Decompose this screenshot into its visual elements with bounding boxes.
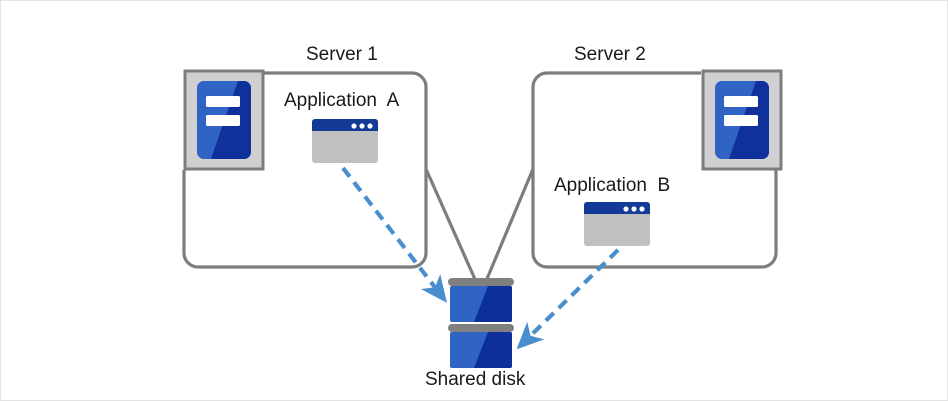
server-icon [701,69,783,171]
shared-disk-label: Shared disk [425,369,526,390]
server-1-box[interactable] [182,71,428,269]
connector-server2-to-disk [482,168,535,287]
server-2-box[interactable] [531,71,778,269]
dashed-arrow-app-a-to-disk [341,166,447,303]
disk-stack-icon [448,278,514,368]
server-1-label: Server 1 [306,44,378,65]
dashed-arrow-app-b-to-disk [516,248,620,350]
application-b-label: Application B [554,175,671,196]
server-2-label: Server 2 [574,44,646,65]
connector-server1-to-disk [424,168,480,287]
application-window-icon [312,119,378,163]
application-a-label: Application A [284,90,400,111]
server-icon [183,69,265,171]
application-window-icon [584,202,650,246]
